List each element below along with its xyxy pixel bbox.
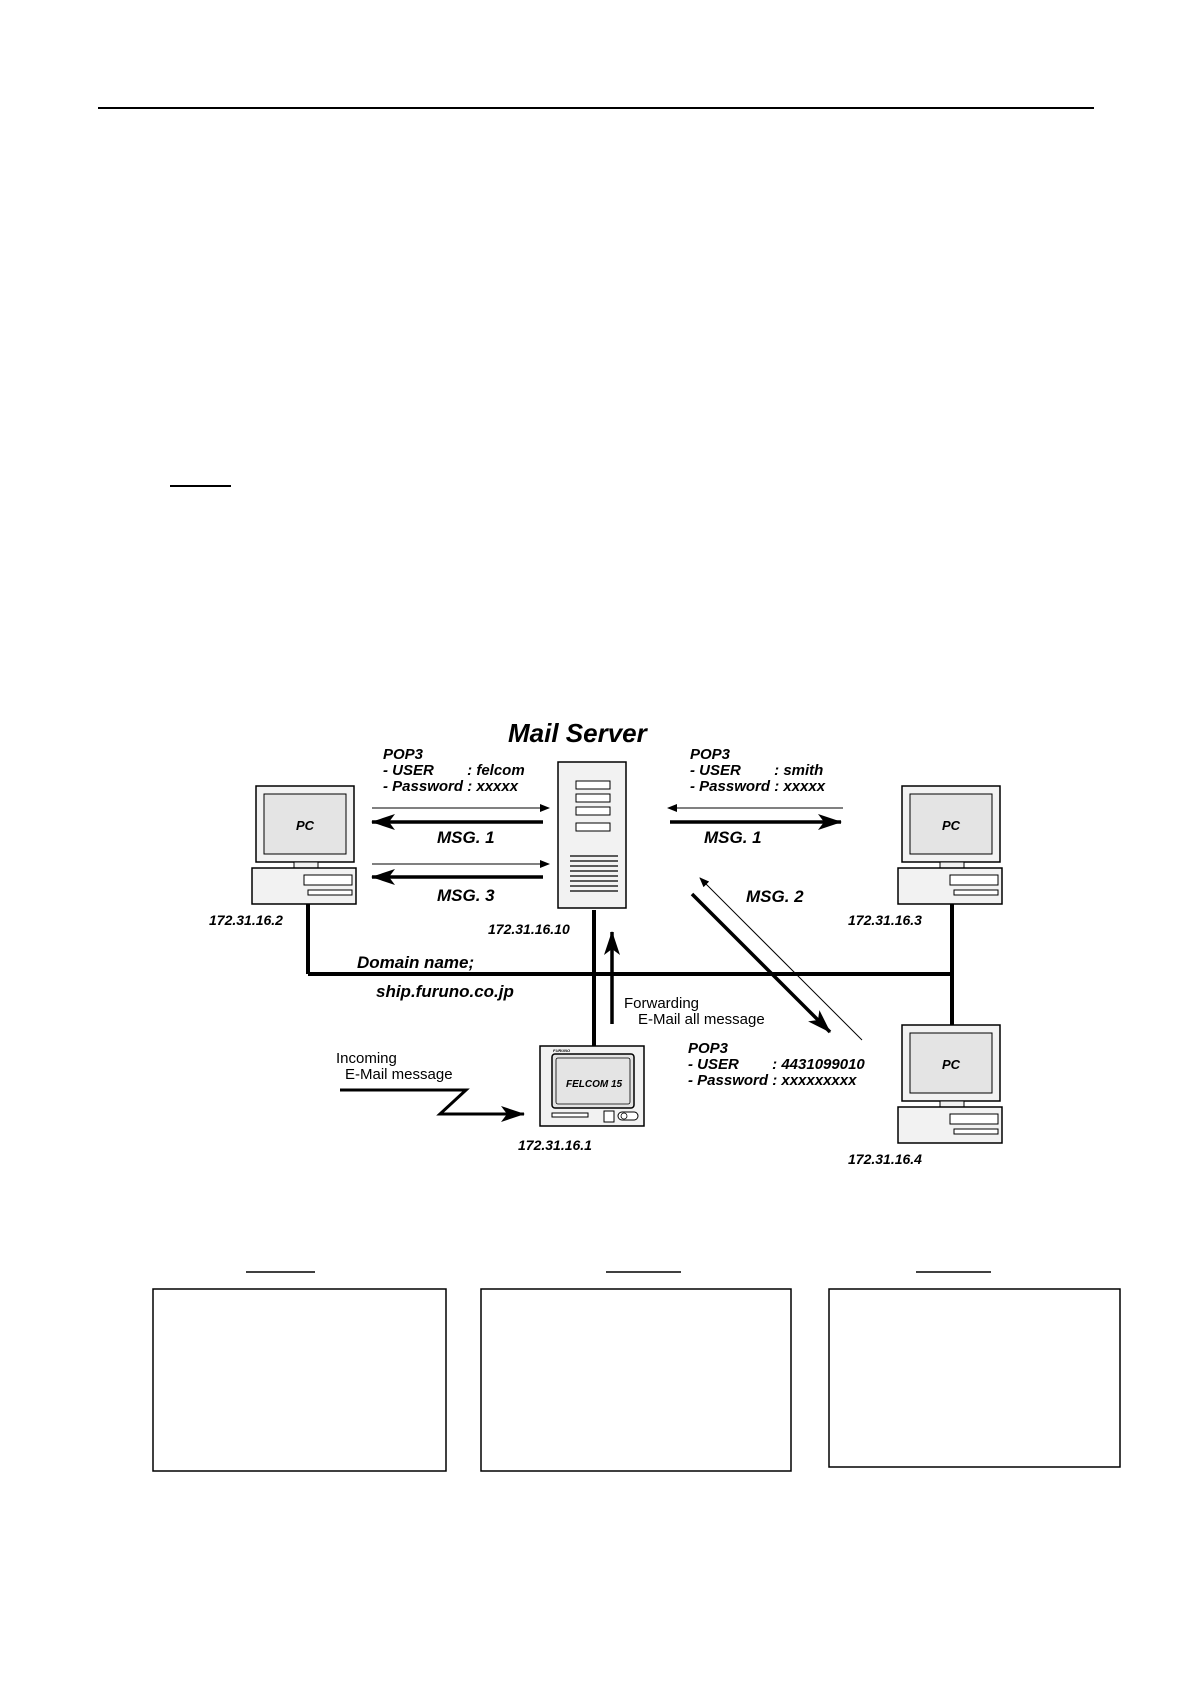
msg1-right-label: MSG. 1 [704, 828, 762, 847]
felcom-terminal-icon: FURUNO FELCOM 15 [539, 1045, 645, 1127]
forwarding-line1: Forwarding [624, 995, 699, 1012]
pop3-left-line3: - Password : xxxxx [383, 778, 519, 795]
pop3-left-line2: - USER : felcom [383, 762, 525, 779]
pop3-right-line1: POP3 [690, 746, 731, 763]
pc-left: PC [251, 785, 357, 905]
felcom-label: FELCOM 15 [566, 1079, 623, 1090]
forwarding-line2: E-Mail all message [638, 1011, 765, 1028]
pop3-bottom-block: POP3 - USER : 4431099010 - Password : xx… [688, 1040, 865, 1089]
network-bus [306, 903, 954, 1046]
msg2-arrow [690, 892, 832, 1034]
felcom-ip: 172.31.16.1 [518, 1137, 592, 1153]
pop3-bottom-line2: - USER : 4431099010 [688, 1056, 865, 1073]
pop3-bottom-line3: - Password : xxxxxxxxx [688, 1072, 857, 1089]
pop3-bottom-line1: POP3 [688, 1040, 729, 1057]
mail-server-icon [557, 761, 627, 909]
msg2-label: MSG. 2 [746, 887, 804, 906]
pop3-left-line1: POP3 [383, 746, 424, 763]
diagram-title: Mail Server [508, 718, 649, 748]
bottom-box-2 [480, 1288, 792, 1472]
pc-right-bottom-label: PC [942, 1057, 961, 1072]
pop3-right-line2: - USER : smith [690, 762, 823, 779]
msg3-left-label: MSG. 3 [437, 886, 495, 905]
pc-right-top-ip: 172.31.16.3 [848, 912, 922, 928]
pc-right-top-label: PC [942, 818, 961, 833]
pc-right-top: PC [897, 785, 1003, 905]
pc-left-label: PC [296, 818, 315, 833]
pop3-bottom-request-arrow [699, 877, 863, 1041]
domain-line2: ship.furuno.co.jp [376, 982, 514, 1001]
pop3-right-line3: - Password : xxxxx [690, 778, 826, 795]
pop3-right-block: POP3 - USER : smith - Password : xxxxx [690, 746, 826, 795]
incoming-line1: Incoming [336, 1050, 397, 1067]
pc-left-ip: 172.31.16.2 [209, 912, 283, 928]
pc-right-bottom-ip: 172.31.16.4 [848, 1151, 922, 1167]
incoming-arrow [340, 1088, 525, 1122]
pop3-left-block: POP3 - USER : felcom - Password : xxxxx [383, 746, 525, 795]
bottom-box-3 [828, 1288, 1121, 1468]
pc-right-bottom: PC [897, 1024, 1003, 1144]
domain-line1: Domain name; [357, 953, 474, 972]
msg1-left-label: MSG. 1 [437, 828, 495, 847]
bottom-box-1 [152, 1288, 447, 1472]
incoming-line2: E-Mail message [345, 1066, 453, 1083]
server-ip: 172.31.16.10 [488, 921, 570, 937]
felcom-brand: FURUNO [553, 1048, 571, 1053]
